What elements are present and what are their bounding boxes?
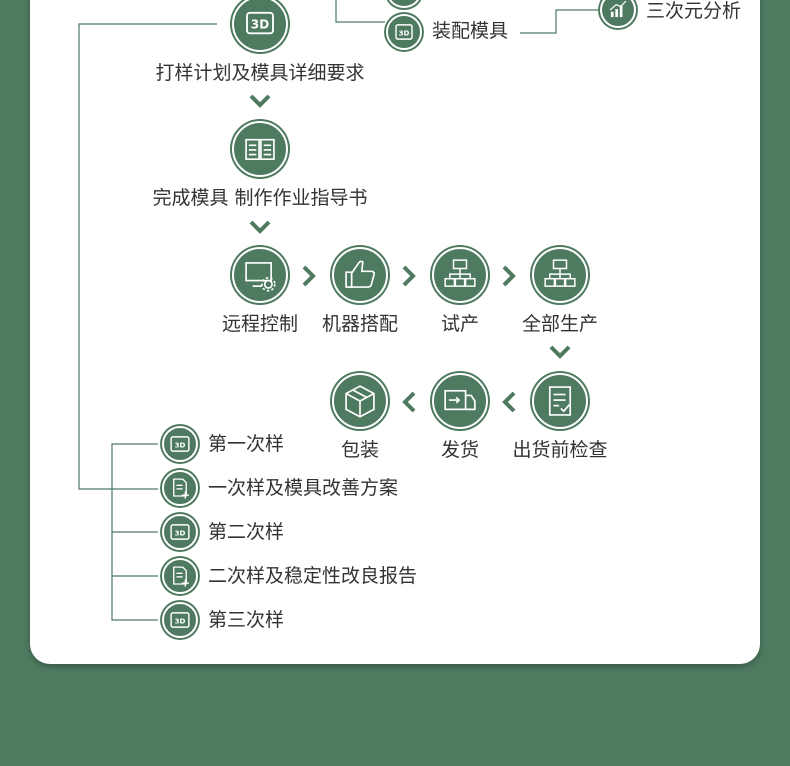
book-icon bbox=[232, 121, 288, 177]
svg-text:3D: 3D bbox=[399, 29, 410, 38]
sample-list-item: 二次样及稳定性改良报告 bbox=[208, 565, 418, 587]
sample-plan-label: 打样计划及模具详细要求 bbox=[155, 62, 365, 84]
three-d-analysis-chart-icon bbox=[600, 0, 636, 28]
first-sample-3d-icon: 3D bbox=[162, 426, 198, 462]
checklist-icon bbox=[532, 373, 588, 429]
full-production-label: 全部生产 bbox=[521, 313, 599, 335]
down-arrow-icon bbox=[549, 345, 571, 359]
right-arrow-icon bbox=[502, 265, 516, 287]
second-sample-3d-icon: 3D bbox=[162, 514, 198, 550]
remote-control-label: 远程控制 bbox=[221, 313, 299, 335]
svg-text:3D: 3D bbox=[175, 617, 186, 626]
packaging-label: 包装 bbox=[340, 439, 380, 461]
sample-list-item: 一次样及模具改善方案 bbox=[208, 477, 399, 499]
pre-shipment-check-label: 出货前检查 bbox=[512, 439, 608, 461]
sample-list-item: 第三次样 bbox=[208, 609, 285, 631]
right-arrow-icon bbox=[302, 265, 316, 287]
right-arrow-icon bbox=[402, 265, 416, 287]
sample-list-item: 第二次样 bbox=[208, 521, 285, 543]
sample-plan-3d-icon: 3D bbox=[232, 0, 288, 52]
content-card bbox=[30, 0, 760, 664]
three-d-analysis-label: 三次元分析 bbox=[646, 0, 742, 22]
left-arrow-icon bbox=[502, 391, 516, 413]
complete-mold-label: 完成模具 制作作业指导书 bbox=[152, 187, 368, 209]
svg-text:3D: 3D bbox=[175, 441, 186, 450]
remote-control-monitor-gear-icon bbox=[232, 247, 288, 303]
assembly-mold-3d-icon: 3D bbox=[386, 14, 422, 50]
package-box-icon bbox=[332, 373, 388, 429]
svg-text:3D: 3D bbox=[251, 18, 269, 32]
assembly-mold-label: 装配模具 bbox=[432, 20, 509, 42]
svg-text:3D: 3D bbox=[175, 529, 186, 538]
third-sample-3d-icon: 3D bbox=[162, 602, 198, 638]
second-improvement-document-icon bbox=[162, 558, 198, 594]
full-production-network-icon bbox=[532, 247, 588, 303]
left-arrow-icon bbox=[402, 391, 416, 413]
thumbs-up-icon bbox=[332, 247, 388, 303]
first-improvement-document-icon bbox=[162, 470, 198, 506]
delivery-truck-icon bbox=[432, 373, 488, 429]
trial-production-label: 试产 bbox=[440, 313, 480, 335]
delivery-label: 发货 bbox=[440, 439, 480, 461]
sample-list-item: 第一次样 bbox=[208, 433, 285, 455]
down-arrow-icon bbox=[249, 220, 271, 234]
machine-setup-label: 机器搭配 bbox=[321, 313, 399, 335]
down-arrow-icon bbox=[249, 94, 271, 108]
trial-production-network-icon bbox=[432, 247, 488, 303]
